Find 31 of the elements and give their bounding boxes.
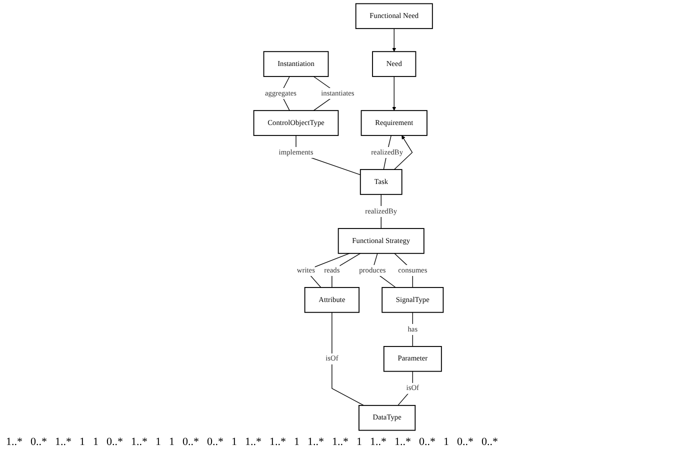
- multiplicity-label: 0..*: [457, 436, 474, 448]
- multiplicity-label: 1..*: [370, 436, 386, 448]
- connector: [412, 312, 413, 347]
- multiplicity-label: 1..*: [55, 436, 72, 448]
- multiplicity-label: 1: [156, 436, 161, 448]
- multiplicity-label: 1: [232, 436, 237, 448]
- multiplicity-label: 0..*: [106, 436, 123, 448]
- arrow: [392, 76, 396, 111]
- arrow: [392, 28, 396, 52]
- multiplicity-label: 0..*: [30, 436, 47, 448]
- multiplicity-label: 1..*: [270, 436, 286, 448]
- multiplicity-label: 0..*: [182, 436, 199, 448]
- multiplicity-label: 1: [93, 436, 98, 448]
- multiplicity-label: 1: [356, 436, 362, 448]
- multiplicity-label: 1: [444, 436, 449, 448]
- multiplicity-label: 1..*: [332, 436, 348, 448]
- multiplicity-label: 1: [294, 436, 300, 448]
- multiplicity-label: 1..*: [131, 436, 148, 448]
- multiplicity-label: 1..*: [308, 436, 324, 448]
- multiplicity-label: 1: [169, 436, 174, 448]
- connector: [332, 253, 361, 288]
- connector: [398, 371, 413, 406]
- connector: [332, 312, 364, 406]
- arrow: [394, 135, 413, 170]
- multiplicity-label: 1..*: [245, 436, 262, 448]
- multiplicity-label: 0..*: [482, 436, 498, 448]
- multiplicity-label: 1: [80, 436, 85, 448]
- multiplicity-label: 0..*: [419, 436, 436, 448]
- multiplicity-label: 1..*: [394, 436, 411, 448]
- multiplicity-label: 1..*: [6, 436, 22, 448]
- multiplicity-label: 0..*: [207, 436, 224, 448]
